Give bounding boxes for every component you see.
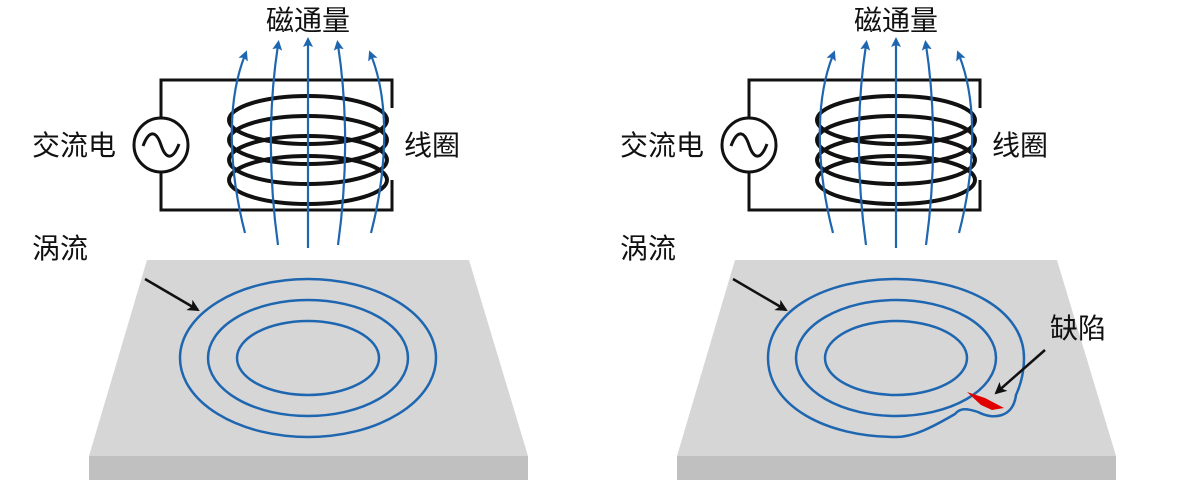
eddy-rings	[766, 277, 1026, 439]
flux-line	[269, 40, 283, 246]
defect-label: 缺陷	[1050, 312, 1106, 345]
eddy-pointer-arrow	[144, 277, 200, 312]
eddy-ring-outer-distorted	[766, 277, 1026, 439]
flux-line	[921, 40, 935, 246]
plate-top	[677, 260, 1116, 456]
flux-line	[333, 40, 347, 246]
eddy-ring-inner	[235, 319, 381, 397]
plate-top	[89, 260, 528, 456]
flux-line	[230, 50, 248, 234]
eddy-ring-middle	[794, 298, 998, 418]
eddy-ring-middle	[206, 298, 410, 418]
eddy-pointer-arrow	[732, 277, 788, 312]
defect-mark	[967, 392, 1004, 410]
flux-label: 磁通量	[266, 4, 350, 37]
flux-label: 磁通量	[854, 4, 938, 37]
ac-label: 交流电	[32, 129, 116, 162]
plate-side	[89, 456, 528, 480]
eddy-label: 涡流	[620, 232, 676, 265]
defect-pointer-arrow	[994, 349, 1046, 395]
coil-label: 线圈	[404, 129, 460, 162]
ac-label: 交流电	[620, 129, 704, 162]
coil-label: 线圈	[992, 129, 1048, 162]
flux-line	[857, 40, 871, 246]
circuit-wire	[159, 78, 394, 212]
flux-line	[818, 50, 836, 234]
circuit-wire	[747, 78, 982, 212]
flux-line	[956, 50, 974, 234]
eddy-ring-outer	[178, 277, 438, 439]
panel-right: 磁通量 交流电 线圈 涡流 缺陷	[620, 4, 1116, 480]
panel-left: 磁通量 交流电 线圈 涡流	[32, 4, 528, 480]
flux-lines	[230, 37, 386, 248]
ac-source-icon	[132, 116, 190, 174]
eddy-rings	[178, 277, 438, 439]
plate-side	[677, 456, 1116, 480]
flux-line	[368, 50, 386, 234]
eddy-label: 涡流	[32, 232, 88, 265]
ac-source-icon	[720, 116, 778, 174]
eddy-ring-inner	[823, 319, 969, 397]
flux-lines	[818, 37, 974, 248]
